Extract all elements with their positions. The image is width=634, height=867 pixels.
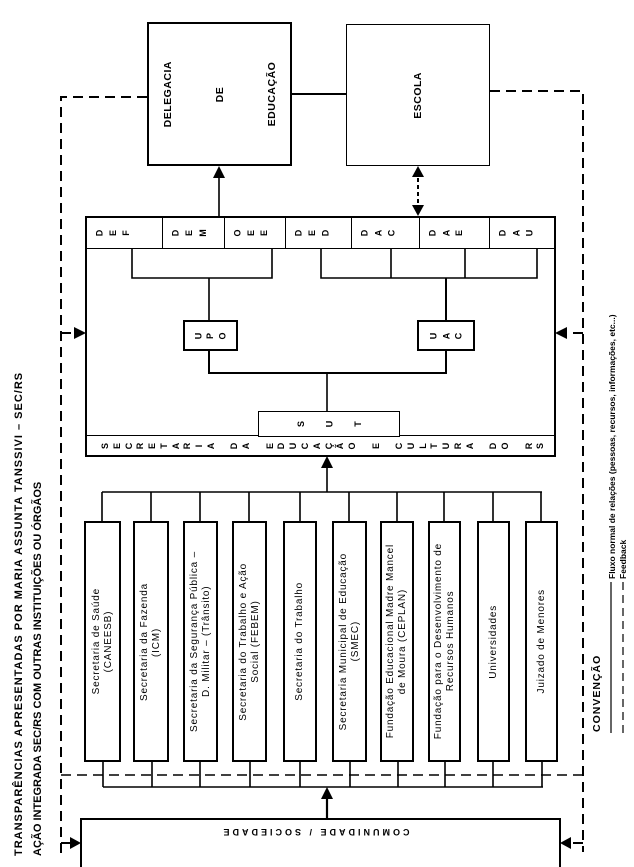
institution-box: Fundação para o Desenvolvimento de Recur…: [428, 521, 461, 762]
arrowhead-up-to-bus: [321, 787, 333, 799]
legend-labels: Fluxo normal de relações (pessoas, recur…: [607, 240, 633, 579]
institution-label: Secretaria do Trabalho e Ação Social (FE…: [237, 562, 261, 721]
arrowhead-up-to-sec: [321, 456, 333, 468]
institution-label: Fundação Educacional Madre Mancel de Mou…: [385, 544, 408, 739]
comunidade-label: COMUNIDADE / SOCIEDADE: [220, 827, 410, 837]
arrowhead-right-into-comunidade: [560, 837, 571, 849]
institution-label: Secretaria do Trabalho: [294, 582, 305, 701]
delegacia-box: DELEGACIA DE EDUCAÇÃO: [147, 22, 292, 166]
institution-label: Secretaria da Fazenda (ICM): [139, 582, 162, 701]
delegacia-label: DELEGACIA DE EDUCAÇÃO: [129, 61, 311, 127]
institution-box: Secretaria da Segurança Pública – D. Mil…: [183, 521, 218, 762]
delegacia-label-line-3: EDUCAÇÃO: [265, 61, 278, 127]
legend-heading: CONVENÇÃO: [591, 654, 603, 732]
legend-item-dashed-label: Feedback: [618, 539, 628, 579]
arrowhead-up-to-delegacia: [213, 166, 225, 178]
comunidade-box: [80, 818, 561, 867]
institution-box: Secretaria do Trabalho e Ação Social (FE…: [232, 521, 267, 762]
title-line-1: TRANSPARÊNCIAS APRESENTADAS POR MARIA AS…: [13, 371, 25, 856]
legend-item-solid-label: Fluxo normal de relações (pessoas, recur…: [607, 314, 617, 579]
delegacia-label-line-1: DELEGACIA: [161, 60, 174, 128]
institutions-top-bus: [101, 491, 542, 521]
escola-label: ESCOLA: [412, 71, 424, 119]
institution-label: Juizado de Menores: [535, 589, 547, 694]
title-line-2: AÇÃO INTEGRADA SEC/RS COM OUTRAS INSTITU…: [32, 481, 44, 856]
arrowhead-down-to-sec: [412, 205, 424, 216]
institution-label: Secretaria de Saúde (CANEESB): [90, 588, 114, 695]
institution-label: Universidades: [487, 604, 499, 679]
institution-box: Secretaria de Saúde (CANEESB): [84, 521, 121, 762]
arrowhead-right-into-sec: [555, 327, 567, 339]
institution-box: Universidades: [477, 521, 510, 762]
institution-box: Juizado de Menores: [525, 521, 558, 762]
institution-box: Secretaria da Fazenda (ICM): [133, 521, 169, 762]
escola-box: ESCOLA: [346, 24, 490, 166]
delegacia-label-line-2: DE: [213, 86, 226, 102]
institutions-bottom-bus: [102, 762, 543, 788]
arrowhead-up-to-escola: [412, 166, 424, 177]
institution-box: Secretaria Municipal de Educação (SMEC): [332, 521, 367, 762]
document-title: TRANSPARÊNCIAS APRESENTADAS POR MARIA AS…: [10, 296, 50, 856]
institution-label: Fundação para o Desenvolvimento de Recur…: [432, 543, 456, 740]
institution-box: Secretaria do Trabalho: [283, 521, 317, 762]
institution-label: Secretaria Municipal de Educação (SMEC): [337, 552, 361, 731]
institution-box: Fundação Educacional Madre Mancel de Mou…: [380, 521, 414, 762]
institution-label: Secretaria da Segurança Pública – D. Mil…: [188, 551, 212, 732]
